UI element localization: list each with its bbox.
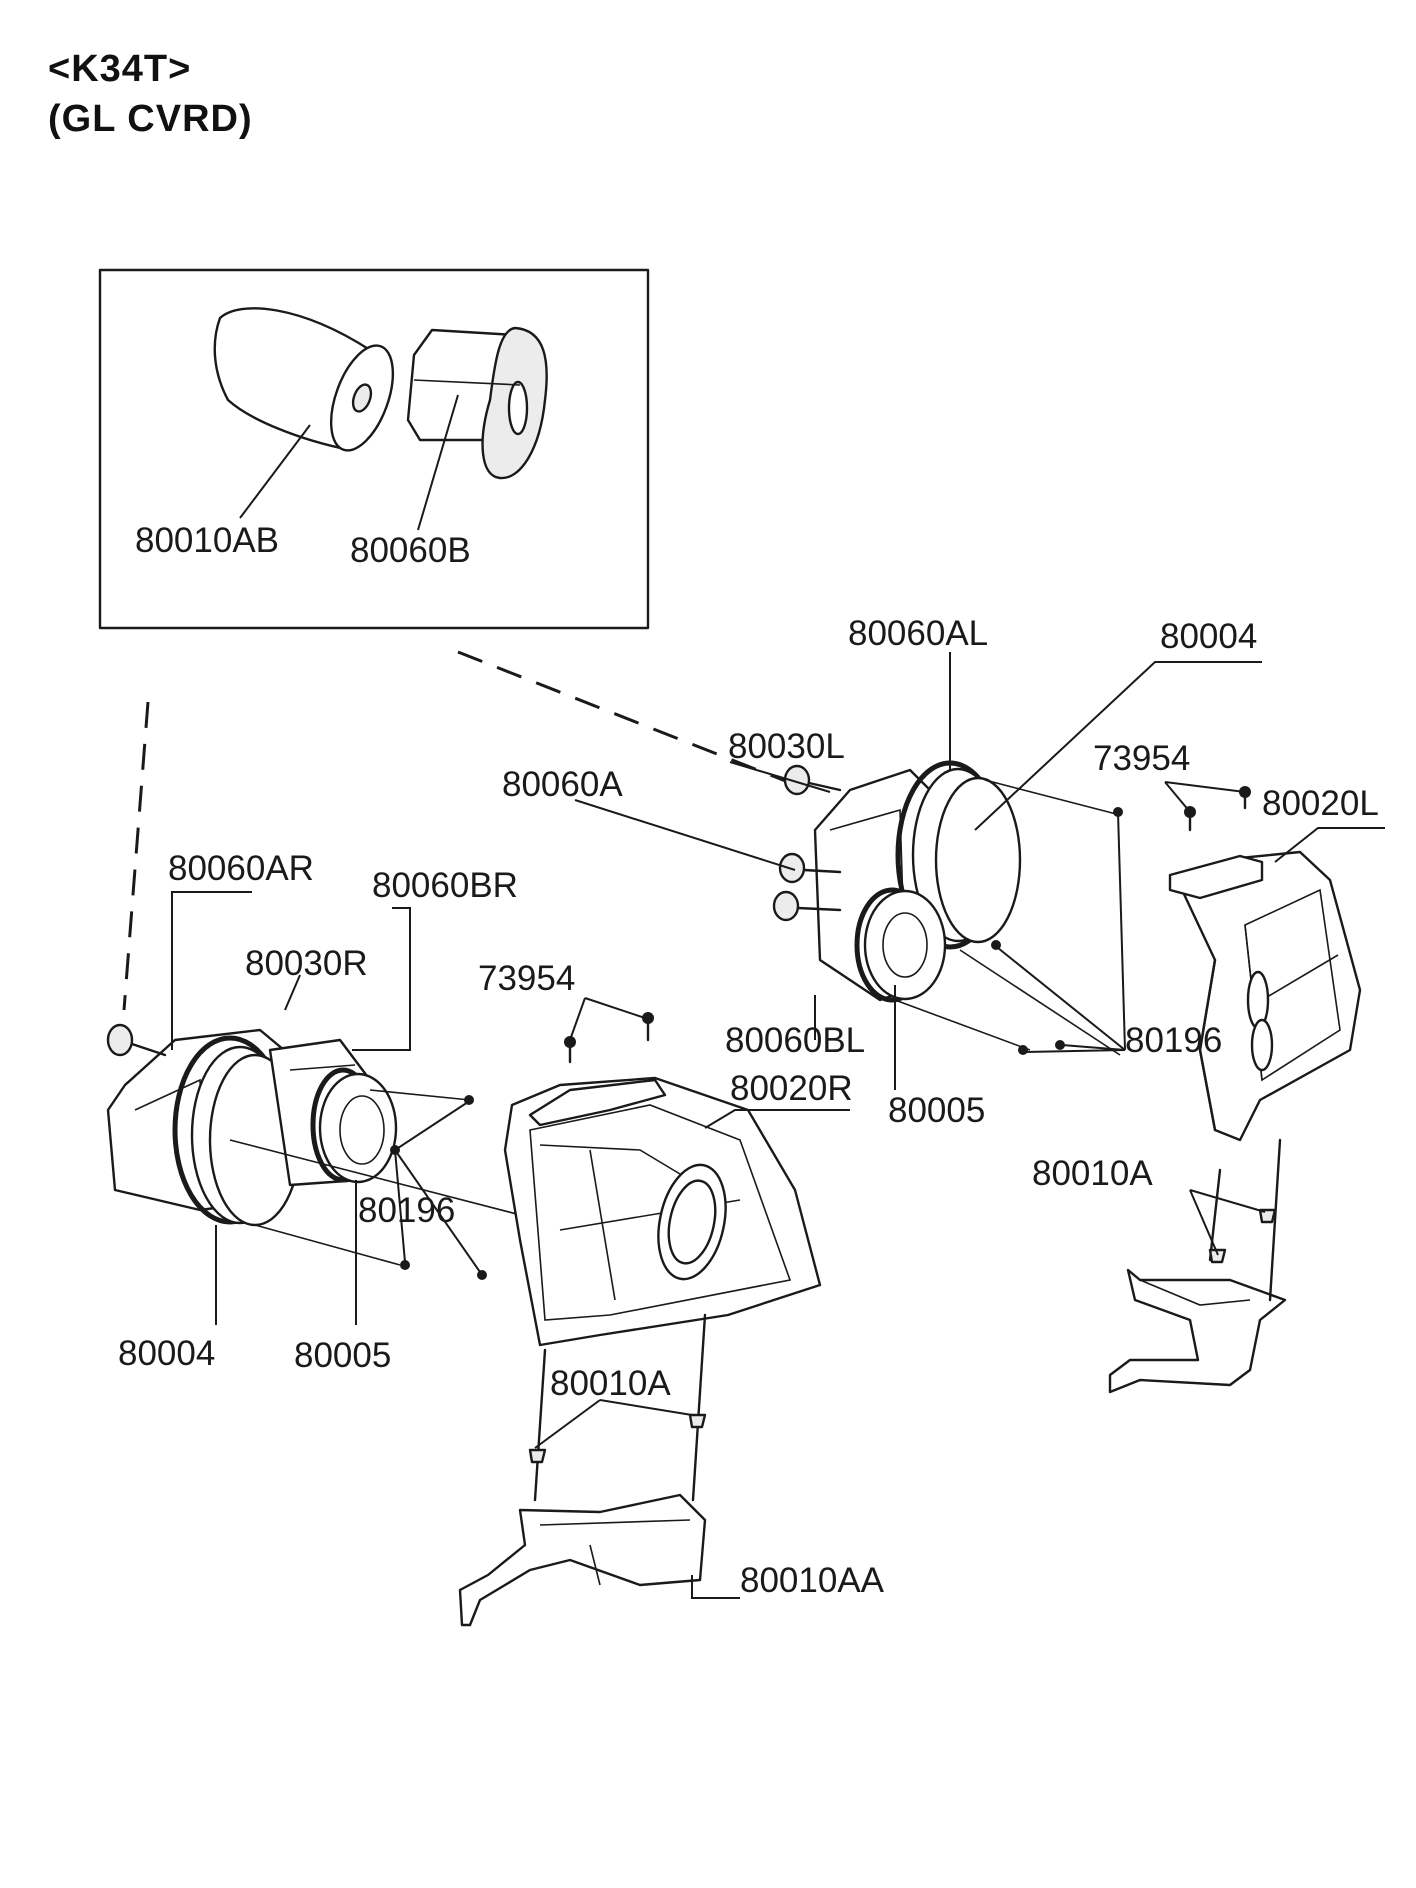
callout-labels: 80060AL 80004 80030L 80060A 73954 80020L… (118, 614, 1379, 1600)
bulb-cover-drawing (213, 307, 395, 452)
label-80010A-upper: 80010A (1032, 1154, 1153, 1193)
leader-lines (171, 652, 1385, 1599)
variant-code: (GL CVRD) (48, 98, 253, 140)
lower-bracket (458, 1313, 707, 1627)
upper-clips (1184, 786, 1251, 832)
upper-housing-80020L (1168, 850, 1362, 1142)
label-80010AA: 80010AA (740, 1561, 885, 1600)
label-80060A: 80060A (502, 765, 623, 804)
label-80060BL: 80060BL (725, 1021, 865, 1060)
label-80020L: 80020L (1262, 784, 1379, 823)
label-80004-upper: 80004 (1160, 617, 1257, 656)
label-80060AR: 80060AR (168, 849, 314, 888)
label-73954-lower: 73954 (478, 959, 575, 998)
upper-lamp-assembly (772, 760, 1121, 1056)
label-80020R: 80020R (730, 1069, 853, 1108)
inset-leader-cover (239, 424, 311, 519)
label-80004-lower: 80004 (118, 1334, 215, 1373)
label-80010AB: 80010AB (135, 521, 279, 560)
inset-leader-housing (417, 394, 459, 531)
reference-dash-upper (457, 650, 789, 784)
label-80196-lower: 80196 (358, 1191, 455, 1230)
lower-lamp-assembly (106, 1023, 541, 1266)
label-80060AL: 80060AL (848, 614, 988, 653)
socket-housing-drawing (406, 326, 548, 480)
upper-bracket (1108, 1138, 1287, 1394)
inset-frame (98, 268, 650, 630)
model-code: <K34T> (48, 48, 192, 90)
lower-clips (564, 1012, 654, 1064)
label-80060B: 80060B (350, 531, 471, 570)
label-80030R: 80030R (245, 944, 368, 983)
label-80005-upper: 80005 (888, 1091, 985, 1130)
lower-housing-80020R (503, 1076, 822, 1347)
reference-dash-left (122, 701, 150, 1011)
inset-detail: 80010AB 80060B (98, 268, 650, 630)
label-80030L: 80030L (728, 727, 845, 766)
label-73954-upper: 73954 (1093, 739, 1190, 778)
label-80060BR: 80060BR (372, 866, 518, 905)
label-80196-upper: 80196 (1125, 1021, 1222, 1060)
label-80005-lower: 80005 (294, 1336, 391, 1375)
label-80010A-lower: 80010A (550, 1364, 671, 1403)
